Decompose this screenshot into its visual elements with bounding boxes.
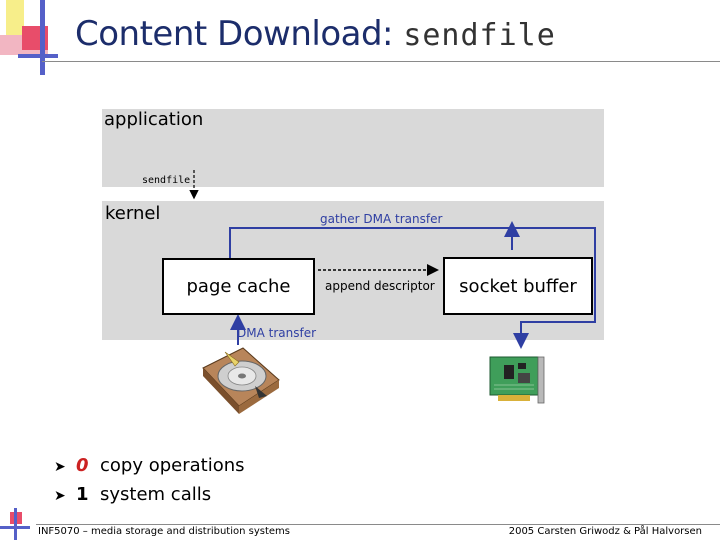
network-card-icon bbox=[489, 356, 545, 404]
footer-decoration bbox=[0, 508, 30, 540]
socket-buffer-label: socket buffer bbox=[459, 276, 577, 297]
page-cache-box bbox=[162, 258, 315, 315]
bullet-number: 1 bbox=[76, 484, 89, 505]
footer-left: INF5070 – media storage and distribution… bbox=[38, 526, 291, 537]
slide-title-text: Content Download: bbox=[75, 14, 394, 54]
bullet-number: 0 bbox=[76, 455, 89, 476]
append-descriptor-label: append descriptor bbox=[325, 279, 435, 293]
arrow-bullet-icon: ➤ bbox=[54, 488, 66, 504]
gather-dma-label: gather DMA transfer bbox=[320, 212, 443, 226]
slide-title: Content Download: sendfile bbox=[75, 14, 556, 54]
gather-dma-path bbox=[229, 227, 596, 349]
page-cache-label: page cache bbox=[186, 276, 291, 297]
arrow-bullet-icon: ➤ bbox=[54, 459, 66, 475]
hard-disk-icon bbox=[202, 347, 280, 414]
bullet-item: ➤ 1 system calls bbox=[54, 484, 211, 505]
corner-decoration bbox=[0, 0, 58, 75]
title-divider bbox=[42, 61, 720, 62]
socket-buffer-box bbox=[443, 257, 593, 315]
application-panel bbox=[102, 109, 604, 187]
application-label: application bbox=[104, 109, 204, 130]
slide-title-code: sendfile bbox=[403, 18, 556, 53]
sendfile-syscall-label: sendfile bbox=[142, 175, 191, 186]
dma-transfer-label: DMA transfer bbox=[237, 326, 317, 340]
bullet-text: copy operations bbox=[100, 455, 245, 476]
bullet-item: ➤ 0 copy operations bbox=[54, 455, 245, 476]
kernel-label: kernel bbox=[105, 203, 161, 224]
footer-right: 2005 Carsten Griwodz & Pål Halvorsen bbox=[508, 526, 702, 537]
footer-rule bbox=[36, 524, 720, 525]
bullet-text: system calls bbox=[100, 484, 212, 505]
